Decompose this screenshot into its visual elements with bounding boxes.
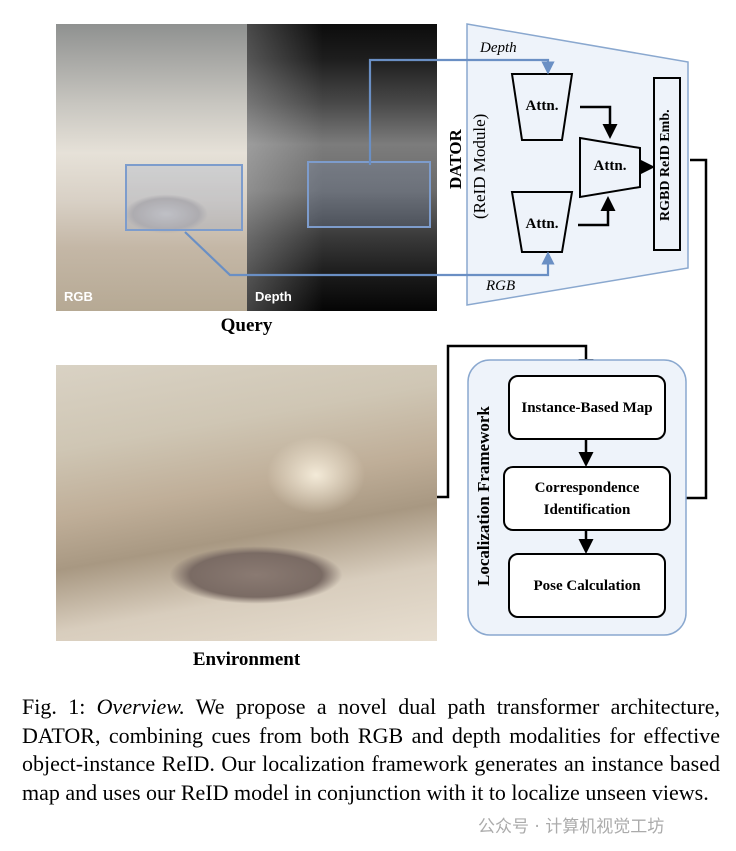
embedding-label: RGBD ReID Emb. <box>658 109 673 221</box>
query-depth-image <box>247 24 437 311</box>
localization-title: Localization Framework <box>474 406 493 586</box>
query-label: Query <box>220 315 273 336</box>
watermark: 公众号 · 计算机视觉工坊 <box>478 817 665 837</box>
figure-caption: Fig. 1: Overview. We propose a novel dua… <box>22 693 720 807</box>
rgb-input-label: RGB <box>486 278 516 294</box>
attn-label-depth: Attn. <box>525 98 559 114</box>
embedding-box <box>653 77 681 251</box>
step-pose-calculation: Pose Calculation <box>508 553 666 618</box>
step-correspondence: Correspondence Identification <box>503 466 671 531</box>
depth-crop-box <box>307 161 431 228</box>
caption-prefix: Fig. 1: <box>22 694 97 719</box>
environment-label: Environment <box>192 649 301 670</box>
rgb-input-arrow <box>184 231 555 277</box>
rgb-image-tag: RGB <box>64 289 93 304</box>
depth-input-arrow <box>368 58 555 165</box>
depth-input-label: Depth <box>480 40 517 56</box>
attn-label-fusion: Attn. <box>593 158 627 174</box>
query-rgb-image <box>56 24 247 311</box>
embedding-to-correspondence-arrow <box>667 158 708 506</box>
rgb-crop-box <box>125 164 243 231</box>
depth-to-fusion-arrow <box>580 105 618 139</box>
dator-title: DATOR <box>446 129 465 189</box>
step-instance-map: Instance-Based Map <box>508 375 666 440</box>
caption-title: Overview. <box>96 694 185 719</box>
attn-label-rgb: Attn. <box>525 216 559 232</box>
rgb-to-fusion-arrow <box>578 196 616 227</box>
environment-to-map-arrow <box>437 344 594 499</box>
depth-image-tag: Depth <box>255 289 292 304</box>
attn-block-fusion <box>579 136 641 199</box>
dator-subtitle: (ReID Module) <box>470 113 489 219</box>
caption-body: We propose a novel dual path transformer… <box>22 694 720 805</box>
environment-image <box>56 365 437 641</box>
attn-block-rgb <box>510 191 574 253</box>
